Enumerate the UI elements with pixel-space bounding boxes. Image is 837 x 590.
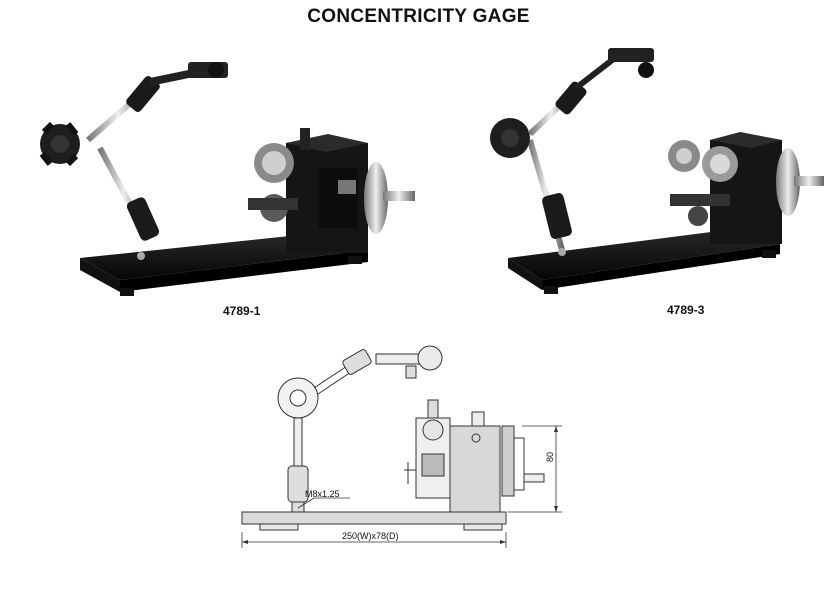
height-dimension-label: 80 [545,451,555,462]
page-title: CONCENTRICITY GAGE [307,6,530,27]
product-photo-4789-3 [490,48,824,294]
model-caption-4789-1: 4789-1 [223,304,261,318]
thread-size-label: M8x1.25 [305,489,340,499]
product-photo-4789-1 [39,62,415,296]
base-size-label: 250(W)x78(D) [342,531,399,541]
model-caption-4789-3: 4789-3 [667,303,705,317]
dimension-drawing [241,345,562,548]
